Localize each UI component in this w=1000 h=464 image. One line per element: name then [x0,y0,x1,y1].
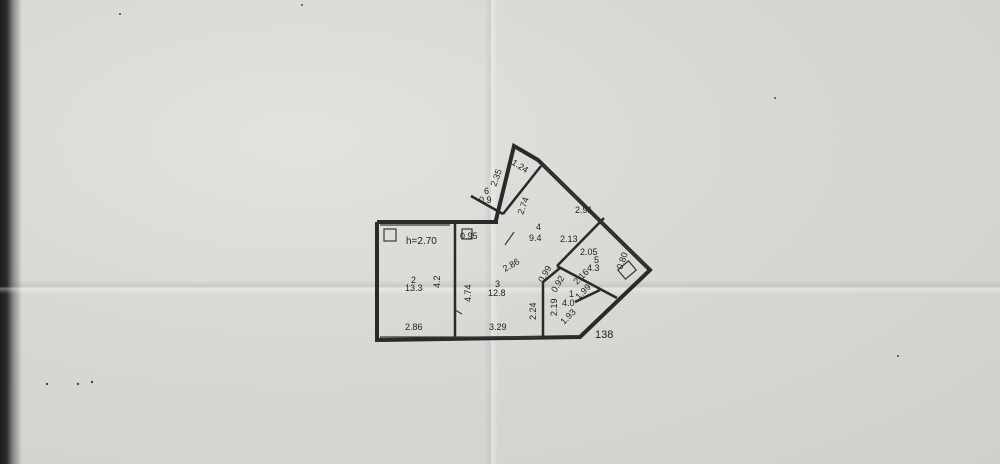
dim-2-05: 2.05 [580,247,598,257]
room-4-number: 4 [536,222,541,232]
outer-wall-outline [375,142,653,343]
room-3-number: 3 [495,279,500,289]
dim-2-86-diagonal: 2.86 [501,256,521,273]
room-5-area: 4.3 [587,263,600,273]
room-1-area: 4.0 [562,298,575,308]
dim-2-35: 2.35 [488,168,503,188]
stray-dot-1 [45,382,49,386]
wall-room6-right [502,165,542,215]
inner-walls [453,165,618,338]
horizontal-fold-crease [0,280,1000,294]
room-3-area: 12.8 [488,288,506,298]
wall-room6-bottom [470,194,504,216]
room-6-area: 0.9 [479,195,492,205]
dim-2-13: 2.13 [560,234,578,244]
dim-1-24: 1.24 [510,157,530,175]
door-mark-1 [454,309,463,315]
total-area-label: 138 [595,329,613,341]
stray-dot-2 [76,382,80,386]
room-5-number: 5 [594,255,599,265]
stray-dot-3 [90,380,94,384]
column-mid [461,228,473,240]
stray-dot-5 [301,4,303,6]
vertical-fold-crease [484,0,498,464]
dim-4-74: 4.74 [463,284,473,302]
dim-0-80: 0.80 [614,251,629,271]
wall-room5-bottom [556,264,618,300]
room-labels: 6 0.9 4 9.4 2 13.3 3 12.8 5 4.3 1 4.0 [405,186,600,308]
wall-room1-top [542,267,561,283]
room-1-number: 1 [569,289,574,299]
dim-2-74: 2.74 [515,196,530,216]
room-2-area: 13.3 [405,283,423,293]
dim-3-29: 3.29 [489,322,507,332]
stray-dot-6 [774,97,776,99]
ceiling-height-label: h=2.70 [406,236,437,247]
column-left [383,228,397,242]
room-4-area: 9.4 [529,233,542,243]
dim-2-19: 2.19 [549,298,559,316]
dim-2-24: 2.24 [528,302,538,320]
sheet-dark-edge [0,0,22,464]
fixtures [380,162,648,338]
stray-dot-7 [897,355,899,357]
door-mark-2 [504,231,515,246]
dim-1-93: 1.93 [558,307,577,326]
dimension-labels: 1.24 2.35 2.74 2.91 2.13 2.86 0.95 4.2 4… [405,157,630,332]
outer-walls [375,142,653,343]
dim-2-91: 2.91 [575,205,593,215]
column-right [616,260,638,280]
room-6-number: 6 [484,186,489,196]
dim-0-92: 0.92 [549,274,566,294]
wall-bath-divider [574,288,601,304]
wall-room4-room5 [556,217,605,267]
stray-marks [45,4,899,386]
stray-dot-4 [119,13,121,15]
window-diag [540,162,648,268]
room-2-number: 2 [411,275,416,285]
dim-0-95: 0.95 [460,231,478,241]
dim-2-86-bottom: 2.86 [405,322,423,332]
dim-4-2: 4.2 [432,275,442,288]
